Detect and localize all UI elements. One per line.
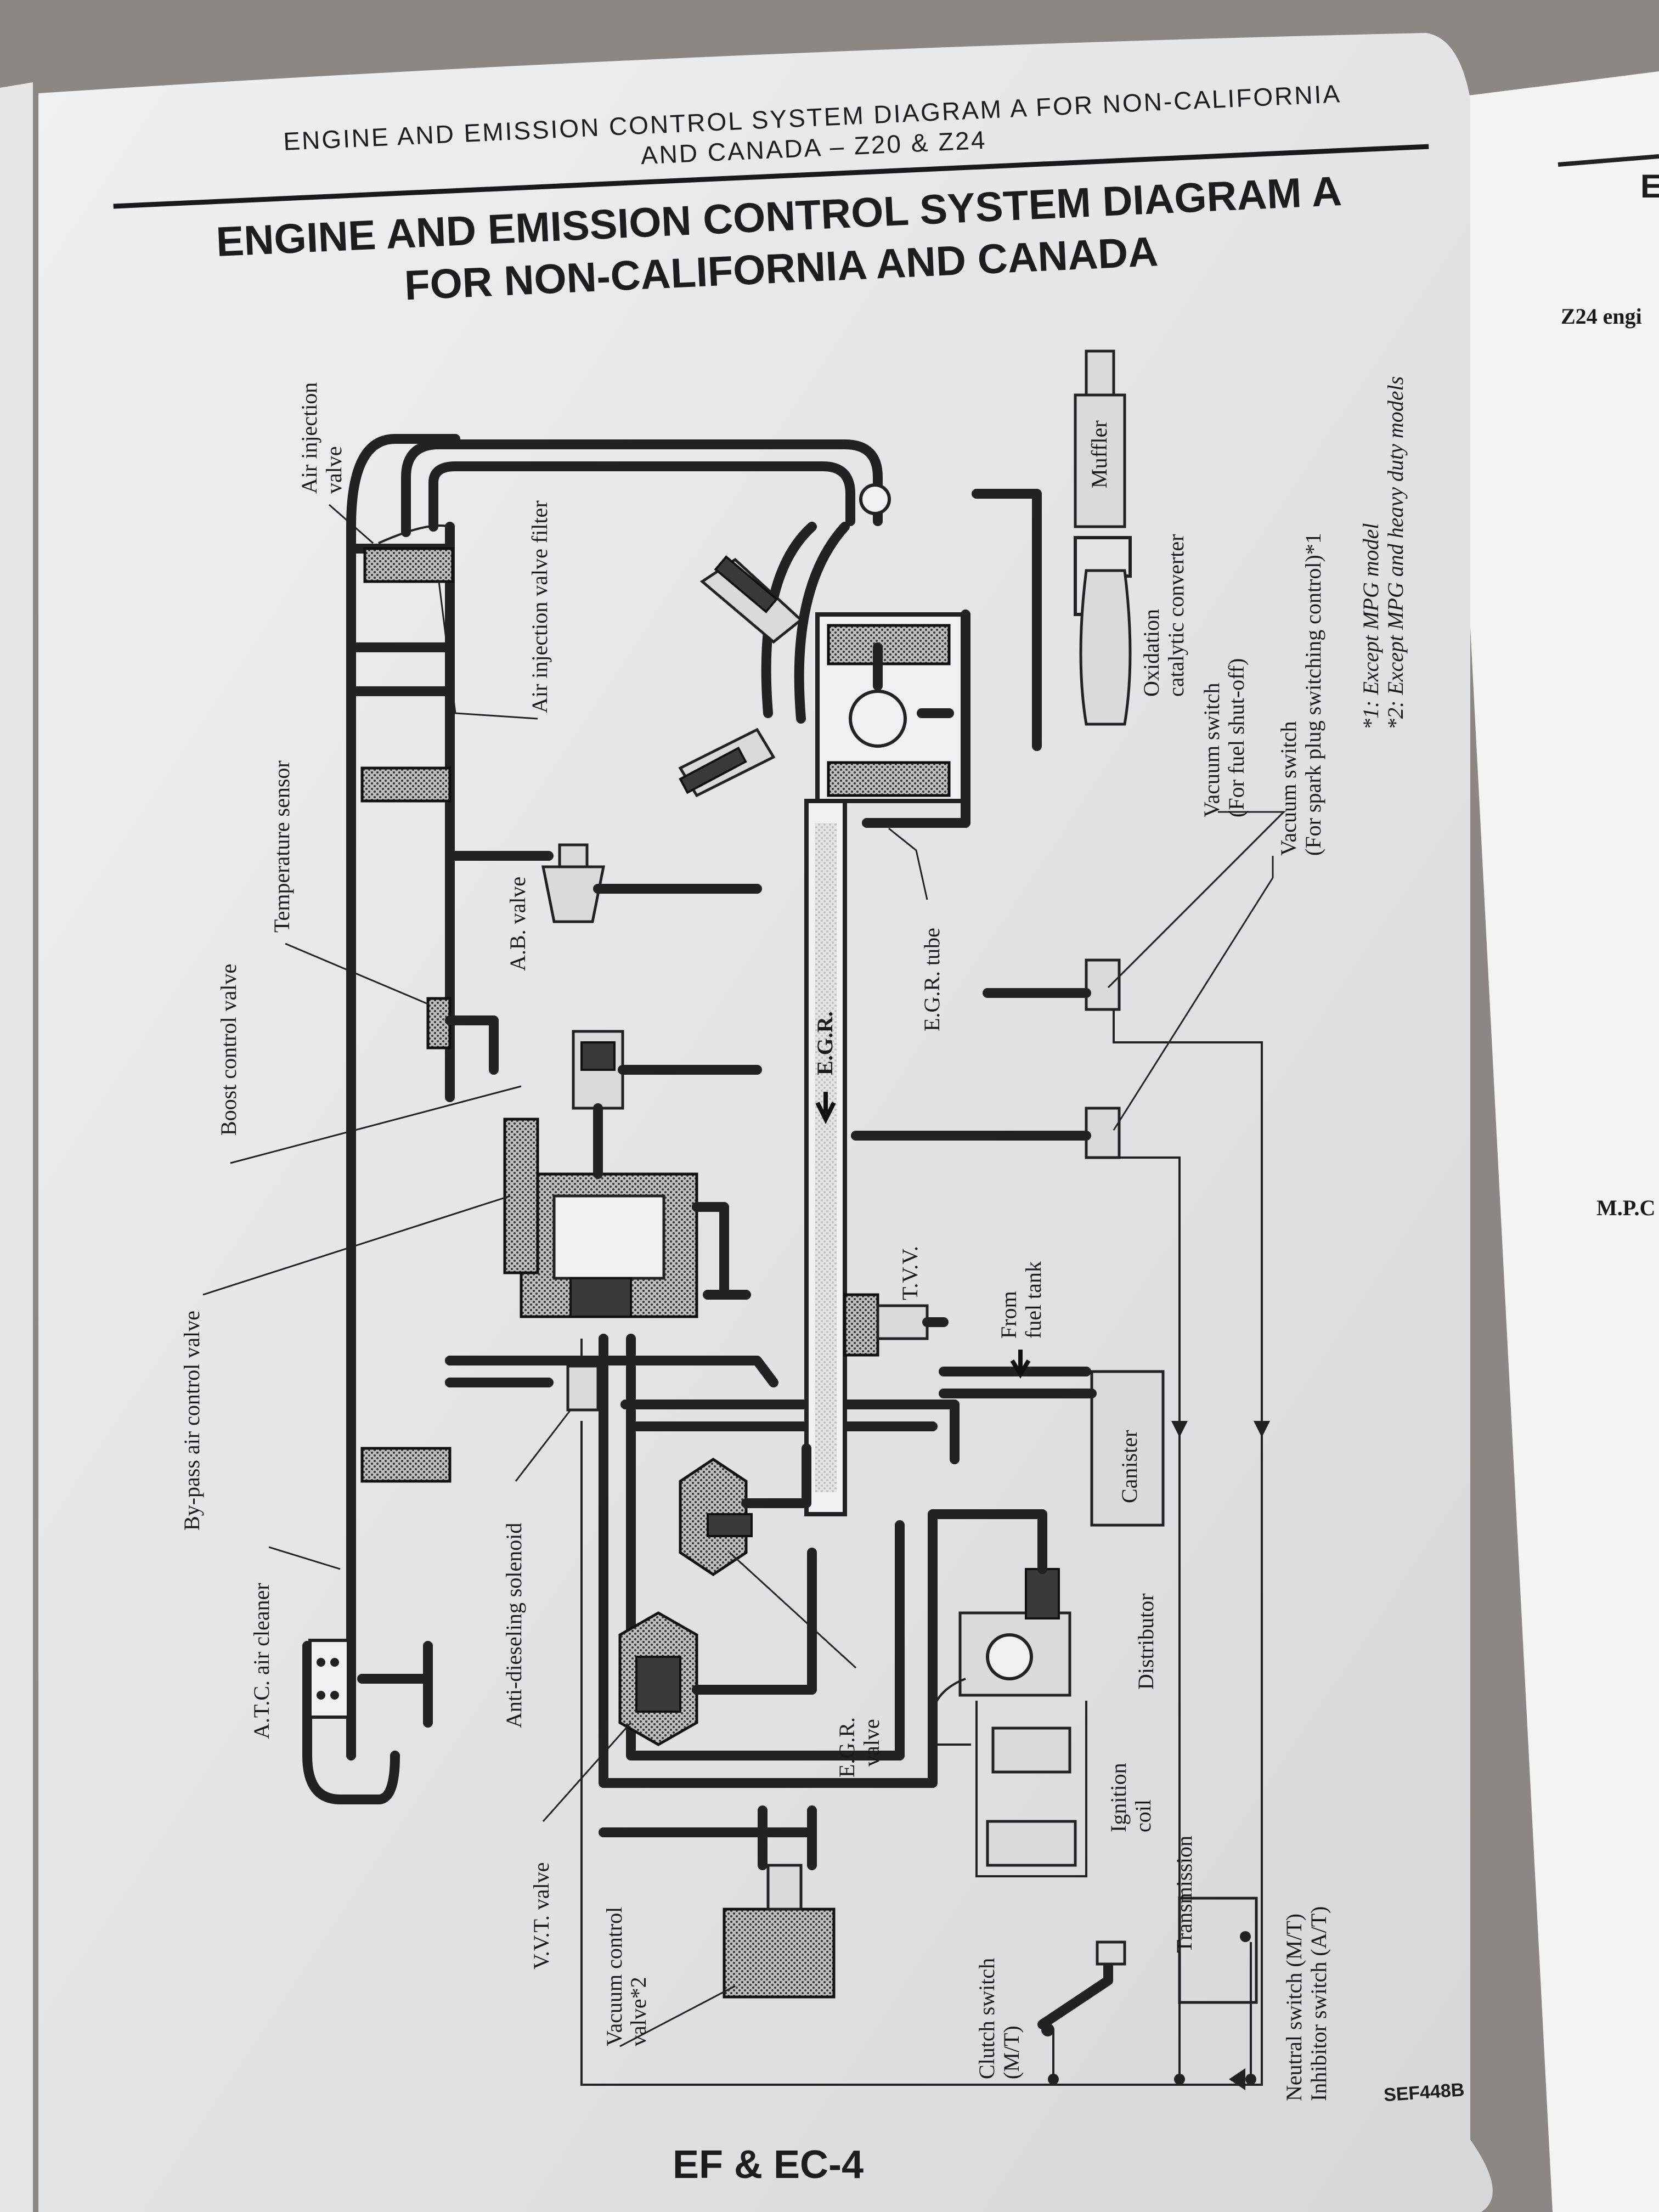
label-tvv: T.V.V.: [898, 1246, 922, 1300]
label-vacuum-switch-spark: Vacuum switch: [1276, 721, 1301, 856]
canister: [939, 1350, 1165, 1527]
footnote-2: *2: Except MPG and heavy duty models: [1383, 376, 1408, 730]
anti-dieseling-solenoid: [566, 1339, 600, 1412]
distributor: [928, 1509, 1071, 1746]
label-vacuum-control-valve-2: valve*2: [626, 1977, 651, 2046]
vacuum-switch-spark: [851, 1107, 1121, 1159]
label-atc-air-cleaner: A.T.C. air cleaner: [249, 1583, 274, 1739]
label-ignition-coil-2: coil: [1131, 1799, 1155, 1832]
label-from-fuel-tank-2: fuel tank: [1021, 1261, 1046, 1339]
label-inhibitor-switch: Inhibitor switch (A/T): [1306, 1906, 1331, 2102]
label-boost-control-valve: Boost control valve: [216, 964, 241, 1136]
vacuum-control-valve: [599, 1805, 836, 1999]
egr-tube: [804, 799, 847, 1516]
clutch-switch: [1037, 1940, 1126, 2036]
footnote-1: *1: Except MPG model: [1358, 523, 1383, 730]
label-air-injection-valve-2: valve: [321, 446, 346, 494]
page-number: EF & EC-4: [673, 2143, 864, 2187]
next-page-code: M.P.C: [1596, 1195, 1655, 1220]
label-distributor: Distributor: [1133, 1593, 1158, 1690]
label-clutch-switch-2: (M/T): [999, 2025, 1024, 2079]
air-injection-valve: [363, 524, 454, 583]
label-vvt-valve: V.V.T. valve: [529, 1862, 554, 1970]
label-temperature-sensor: Temperature sensor: [269, 760, 294, 933]
label-muffler: Muffler: [1087, 420, 1111, 488]
engine-head: [678, 555, 970, 828]
label-air-injection-valve-filter: Air injection valve filter: [527, 500, 552, 713]
vvt-valve: [618, 1548, 817, 1746]
diagram: [202, 349, 1286, 2090]
label-egr-arrow: E.G.R.: [812, 1011, 837, 1075]
label-oxidation-converter-2: catalytic converter: [1164, 534, 1188, 697]
duct-clamp-1: [360, 766, 452, 803]
label-vacuum-switch-fuel-2: (For fuel shut-off): [1224, 658, 1249, 817]
label-egr-tube: E.G.R. tube: [919, 928, 944, 1031]
label-vacuum-switch-spark-2: (For spark plug switching control)*1: [1301, 533, 1325, 856]
intake-manifold: [445, 1334, 960, 1788]
next-page-heading: E: [1640, 168, 1659, 205]
temperature-sensor: [426, 997, 499, 1075]
label-egr-valve: E.G.R.: [834, 1717, 859, 1778]
tvv: [843, 1293, 949, 1357]
label-from-fuel-tank: From: [996, 1291, 1021, 1339]
label-clutch-switch: Clutch switch: [974, 1958, 999, 2079]
ab-valve: [450, 843, 762, 923]
label-bypass-air-control-valve: By-pass air control valve: [179, 1311, 204, 1531]
leader-lines: [202, 504, 1286, 2047]
labels: Air injection valve Air injection valve …: [179, 376, 1408, 2101]
boost-control-valve: [572, 1030, 762, 1179]
atc-air-cleaner: [302, 1639, 433, 1804]
label-vacuum-switch-fuel: Vacuum switch: [1199, 682, 1224, 817]
label-vacuum-control-valve: Vacuum control: [602, 1907, 627, 2046]
label-anti-dieseling-solenoid: Anti-dieseling solenoid: [501, 1523, 526, 1728]
duct-clamp-2: [360, 1447, 452, 1483]
egr-valve: [679, 1443, 811, 1577]
label-egr-valve-2: valve: [859, 1719, 884, 1767]
exhaust: [972, 349, 1132, 751]
label-ignition-coil: Ignition: [1106, 1763, 1131, 1832]
ignition-coil: [975, 1701, 1087, 1877]
carburetor: [503, 1118, 751, 1318]
label-canister: Canister: [1117, 1430, 1142, 1503]
electrical-wiring: [580, 1009, 1270, 2090]
next-page-text: Z24 engi: [1561, 304, 1642, 329]
label-neutral-switch: Neutral switch (M/T): [1282, 1914, 1306, 2101]
next-page: E Z24 engi M.P.C: [1558, 154, 1659, 1220]
page-sheet: [38, 33, 1493, 2212]
vacuum-switch-fuel: [983, 958, 1121, 1011]
label-ab-valve: A.B. valve: [505, 877, 530, 971]
label-oxidation-converter: Oxidation: [1139, 609, 1164, 697]
label-transmission: Transmission: [1172, 1836, 1197, 1953]
label-air-injection-valve: Air injection: [297, 382, 321, 494]
